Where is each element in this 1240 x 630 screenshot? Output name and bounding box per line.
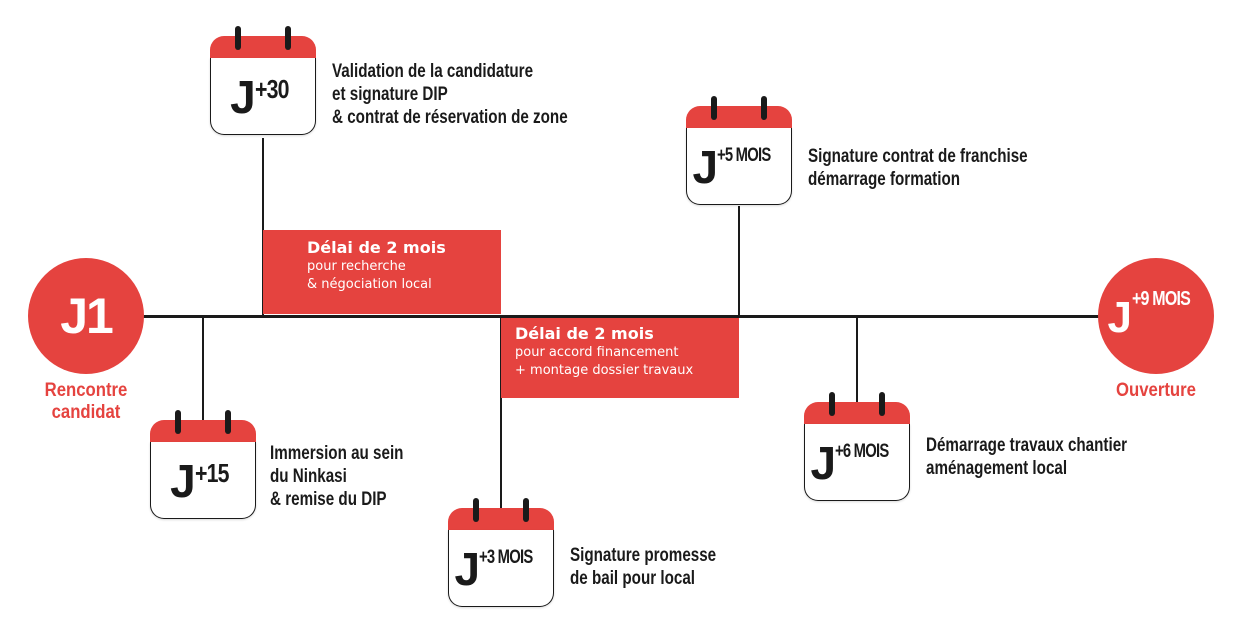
calendar-icon: J +15 bbox=[150, 410, 256, 520]
connector-j30 bbox=[262, 138, 264, 316]
start-label: Rencontre candidat bbox=[28, 380, 144, 424]
calendar-icon: J +3 MOIS bbox=[448, 498, 554, 608]
delay-title: Délai de 2 mois bbox=[307, 238, 446, 257]
description-line: & contrat de réservation de zone bbox=[332, 107, 568, 128]
description-line: aménagement local bbox=[926, 458, 1068, 479]
description-line: de bail pour local bbox=[570, 568, 695, 589]
description-line: Démarrage travaux chantier bbox=[926, 435, 1128, 456]
connector-j6mois bbox=[856, 316, 858, 408]
delay-line: pour accord financement bbox=[515, 345, 679, 360]
calendar-value: +6 MOIS bbox=[835, 441, 889, 462]
delay-box-1: Délai de 2 mois pour recherche & négocia… bbox=[263, 230, 501, 314]
start-value: J1 bbox=[60, 288, 114, 344]
calendar-prefix: J bbox=[692, 141, 718, 193]
description-line: Validation de la candidature bbox=[332, 61, 534, 82]
calendar-prefix: J bbox=[454, 543, 480, 595]
delay-line: & négociation local bbox=[307, 277, 432, 292]
description-line: du Ninkasi bbox=[270, 466, 347, 487]
timeline-axis bbox=[100, 315, 1160, 318]
description-line: démarrage formation bbox=[808, 169, 961, 190]
milestone-description: Signature promesse de bail pour local bbox=[570, 544, 716, 590]
connector-j15 bbox=[202, 316, 204, 426]
connector-j5mois bbox=[738, 206, 740, 316]
calendar-icon: J +6 MOIS bbox=[804, 392, 910, 502]
delay-line: + montage dossier travaux bbox=[515, 363, 694, 378]
delay-box-2: Délai de 2 mois pour accord financement … bbox=[501, 318, 739, 398]
description-line: et signature DIP bbox=[332, 84, 448, 105]
description-line: Immersion au sein bbox=[270, 443, 404, 464]
milestone-description: Démarrage travaux chantier aménagement l… bbox=[926, 434, 1127, 480]
start-circle: J1 bbox=[28, 258, 144, 374]
end-circle: J +9 MOIS bbox=[1098, 258, 1214, 374]
description-line: & remise du DIP bbox=[270, 489, 387, 510]
start-label-line: Rencontre bbox=[44, 380, 128, 401]
milestone-description: Immersion au sein du Ninkasi & remise du… bbox=[270, 442, 403, 511]
delay-line: pour recherche bbox=[307, 259, 406, 274]
milestone-description: Validation de la candidature et signatur… bbox=[332, 60, 568, 129]
calendar-value: +3 MOIS bbox=[479, 547, 533, 568]
end-label: Ouverture bbox=[1116, 380, 1196, 401]
calendar-prefix: J bbox=[230, 71, 256, 123]
calendar-icon: J +5 MOIS bbox=[686, 96, 792, 206]
connector-j3mois bbox=[500, 316, 502, 512]
calendar-value: +30 bbox=[254, 74, 290, 104]
delay-title: Délai de 2 mois bbox=[515, 324, 654, 343]
description-line: Signature contrat de franchise bbox=[808, 146, 1028, 167]
start-label-line: candidat bbox=[51, 402, 121, 423]
end-prefix: J bbox=[1107, 293, 1132, 342]
calendar-icon: J +30 bbox=[210, 26, 316, 136]
calendar-prefix: J bbox=[810, 437, 836, 489]
calendar-prefix: J bbox=[170, 455, 196, 507]
end-value: +9 MOIS bbox=[1132, 288, 1191, 310]
calendar-value: +15 bbox=[194, 458, 230, 488]
calendar-value: +5 MOIS bbox=[717, 145, 771, 166]
milestone-description: Signature contrat de franchise démarrage… bbox=[808, 145, 1028, 191]
description-line: Signature promesse bbox=[570, 545, 717, 566]
